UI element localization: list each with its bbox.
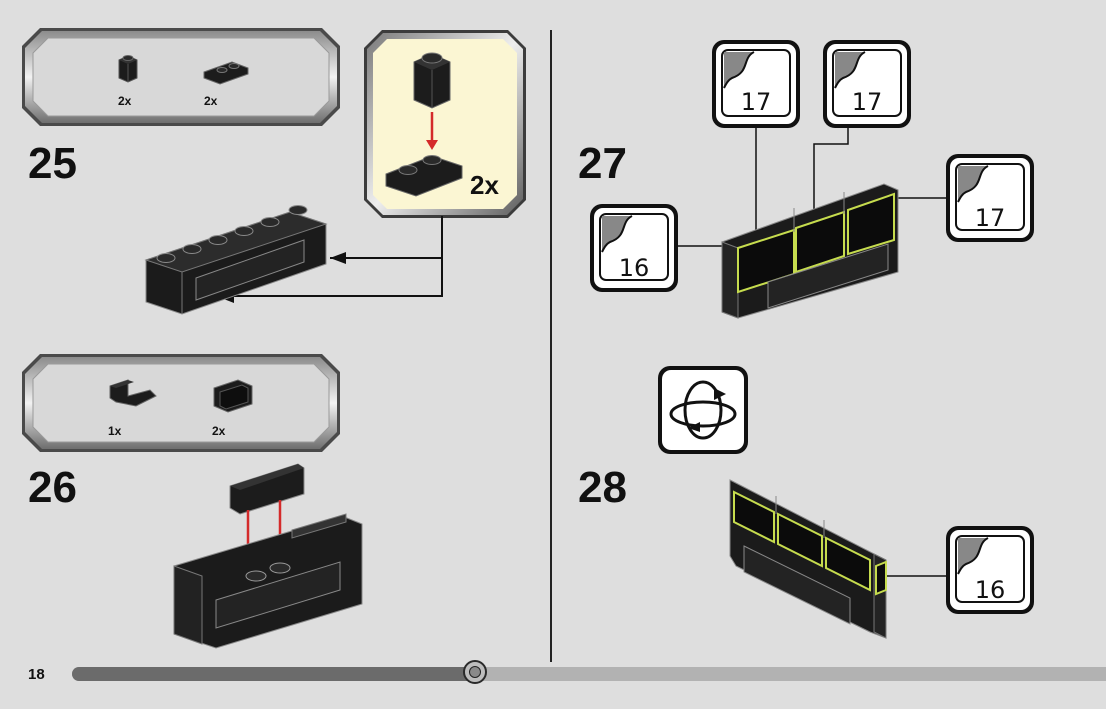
plate-1x2-icon [203, 61, 249, 85]
subassembly-callout: 2x [364, 30, 526, 218]
step-26-quantities: 1x 2x [108, 424, 226, 438]
subassembly-multiplier: 2x [470, 170, 499, 200]
sticker-number: 17 [741, 88, 772, 116]
step-25-model [144, 205, 443, 315]
part-qty: 2x [118, 94, 132, 108]
step-26-model [173, 463, 363, 649]
step-27-model [678, 126, 948, 319]
sticker-callout: 17 [712, 40, 800, 128]
part-qty: 2x [204, 94, 218, 108]
sticker-callout: 17 [823, 40, 911, 128]
brick-1x1-icon [413, 52, 451, 109]
sticker-number: 16 [619, 254, 650, 282]
part-qty: 1x [108, 424, 122, 438]
sticker-number: 16 [975, 576, 1006, 604]
sticker-callout: 16 [946, 526, 1034, 614]
step-28-model [729, 479, 946, 639]
step-25-quantities: 2x 2x [118, 94, 218, 108]
rotate-model-icon [658, 366, 748, 454]
parts-callout-step-26 [22, 354, 340, 452]
sticker-callout: 17 [946, 154, 1034, 242]
progress-fill [72, 667, 476, 681]
sticker-number: 17 [975, 204, 1006, 232]
step-number: 28 [578, 463, 627, 512]
progress-knob [463, 660, 488, 684]
brick-1x1-icon [118, 55, 138, 83]
step-number: 25 [28, 139, 77, 188]
page-number: 18 [28, 666, 45, 683]
step-number: 26 [28, 463, 77, 512]
bracket-1x2-icon [109, 379, 157, 407]
part-qty: 2x [212, 424, 226, 438]
panel-1x2-icon [213, 379, 253, 413]
sticker-number: 17 [852, 88, 883, 116]
parts-callout-step-25 [22, 28, 340, 126]
progress-track [72, 660, 1106, 684]
plate-1x2-icon [385, 155, 463, 197]
sticker-callout: 16 [590, 204, 678, 292]
step-number: 27 [578, 139, 627, 188]
column-divider [550, 30, 552, 662]
